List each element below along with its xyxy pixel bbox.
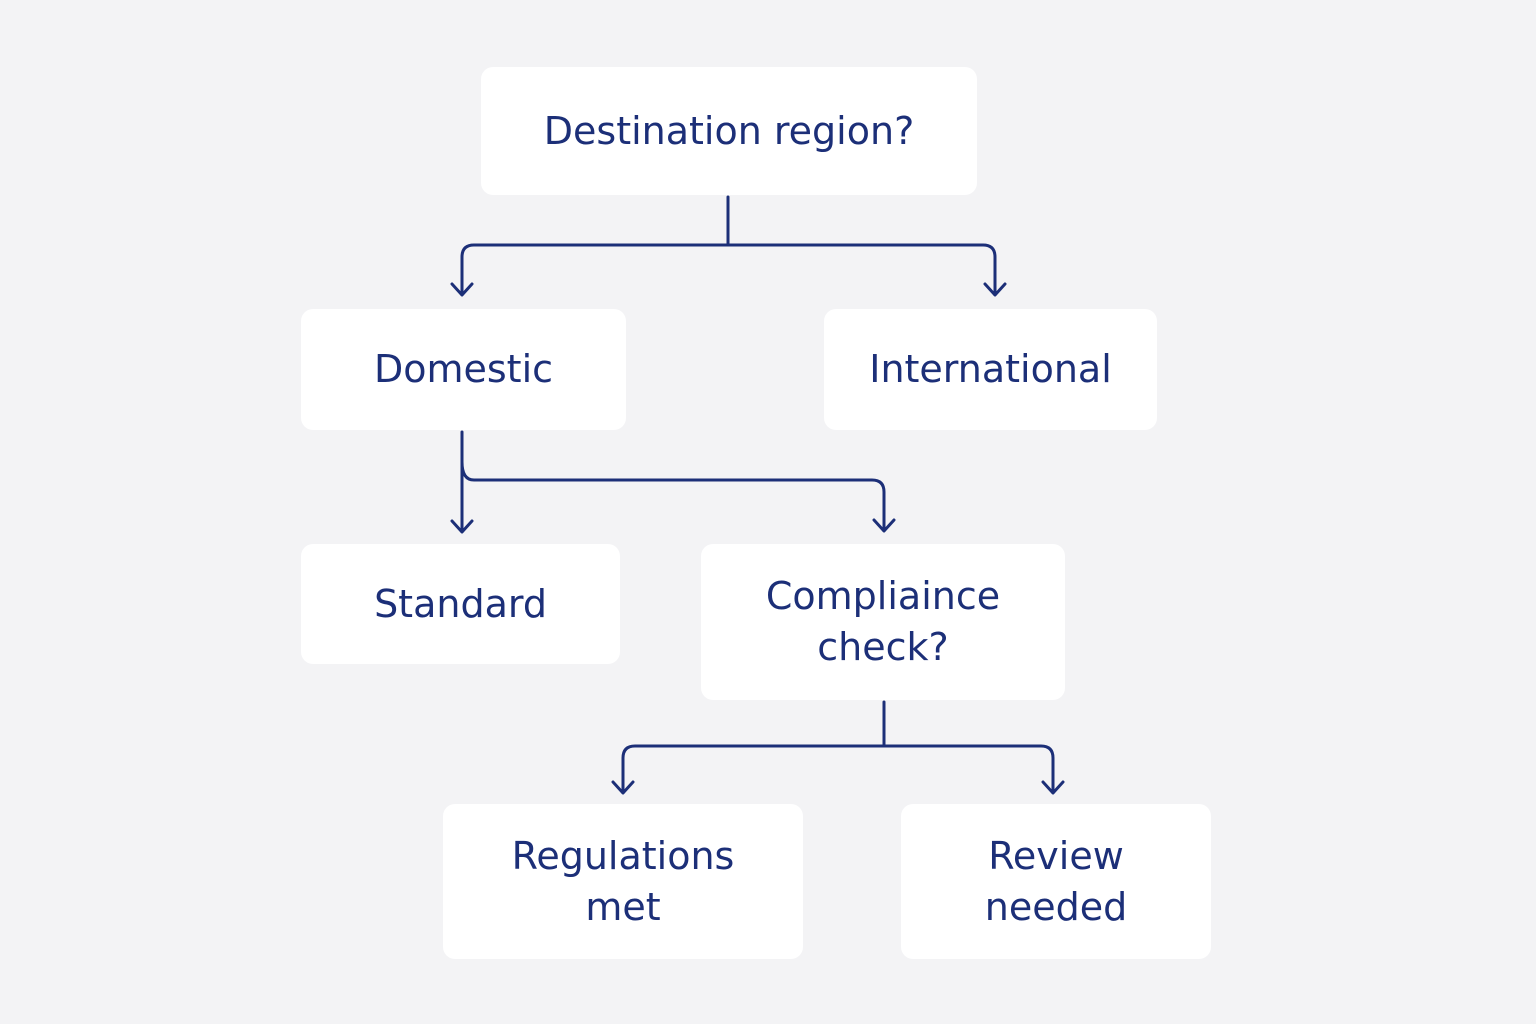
node-review-label: Review needed	[984, 833, 1128, 929]
edge-compliance-review	[882, 744, 1055, 794]
node-international-label: International	[869, 347, 1112, 391]
node-destination-label: Destination region?	[543, 108, 915, 153]
arrowhead-compliance	[872, 518, 896, 533]
node-standard: Standard	[301, 544, 620, 664]
arrowhead-domestic	[450, 282, 474, 297]
arrowhead-international	[983, 282, 1007, 297]
edge-compliance-regulations	[621, 744, 886, 794]
node-domestic: Domestic	[301, 309, 626, 430]
node-compliance-check: Compliaince check?	[701, 544, 1065, 700]
node-international: International	[824, 309, 1157, 430]
node-standard-label: Standard	[374, 581, 547, 626]
edge-destination-international	[726, 243, 997, 296]
arrowhead-review	[1041, 780, 1065, 795]
arrowhead-standard	[450, 519, 474, 534]
edge-domestic-compliance	[460, 460, 886, 532]
node-destination-region: Destination region?	[481, 67, 977, 195]
edge-destination-domestic	[460, 243, 730, 296]
node-regulations-met: Regulations met	[443, 804, 803, 959]
node-review-needed: Review needed	[901, 804, 1211, 959]
node-regulations-label: Regulations met	[511, 833, 735, 929]
node-domestic-label: Domestic	[373, 347, 554, 391]
node-compliance-label: Compliaince check?	[765, 574, 1001, 669]
arrowhead-regulations	[611, 780, 635, 795]
